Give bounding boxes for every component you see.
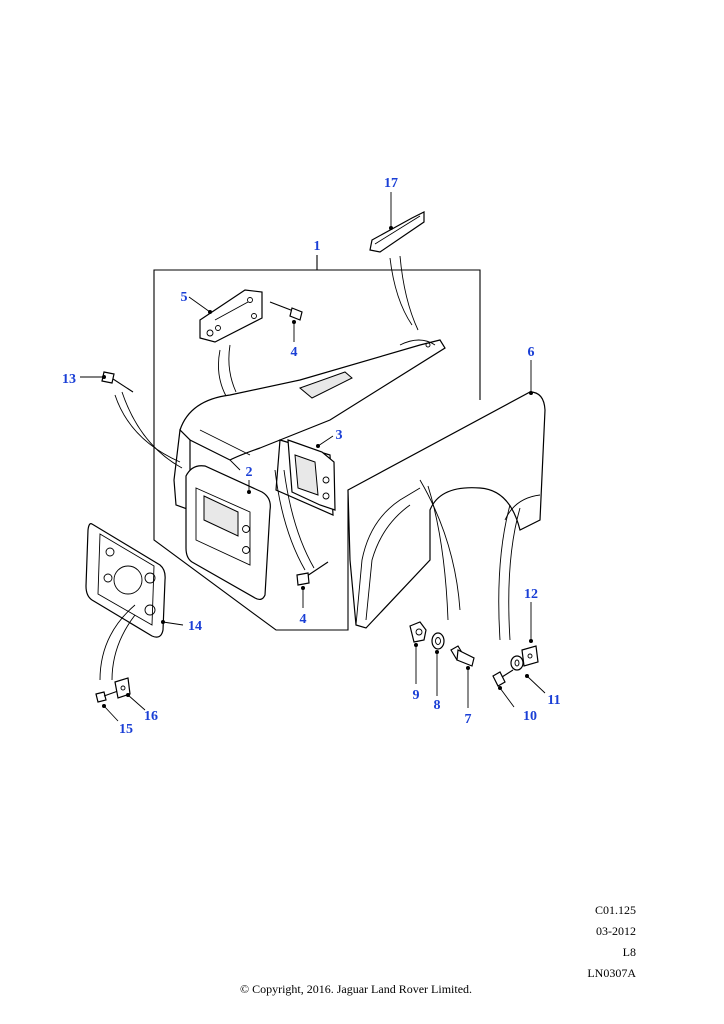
rivet-lower	[296, 561, 329, 586]
callout-11: 11	[547, 693, 560, 708]
reference-drawing-number: LN0307A	[587, 966, 636, 980]
callout-3: 3	[336, 428, 343, 443]
callout-5: 5	[181, 290, 188, 305]
callout-9: 9	[413, 688, 420, 703]
callout-12: 12	[524, 587, 538, 602]
callout-8: 8	[434, 698, 441, 713]
capping-strip-part-17	[369, 211, 425, 253]
callout-13: 13	[62, 372, 76, 387]
washer-part-8	[431, 632, 445, 650]
callout-15: 15	[119, 722, 133, 737]
screw-part-15	[95, 690, 119, 703]
clip-nut-part-9	[409, 621, 427, 643]
bolt-part-10	[492, 669, 514, 687]
assembly-guide-lines	[99, 255, 521, 681]
callout-16: 16	[144, 709, 158, 724]
clip-nut-part-16	[114, 677, 131, 699]
reference-code: C01.125	[594, 903, 636, 917]
bolt-part-7	[450, 645, 475, 667]
callout-2: 2	[246, 465, 253, 480]
reference-date: 03-2012	[596, 924, 636, 938]
washer-part-11	[510, 655, 524, 671]
callout-10: 10	[523, 709, 537, 724]
clip-part-12	[521, 645, 539, 667]
copyright-notice: © Copyright, 2016. Jaguar Land Rover Lim…	[239, 982, 473, 996]
assembly-bracket	[153, 255, 481, 631]
callout-7: 7	[465, 712, 472, 727]
callout-1: 1	[314, 239, 321, 254]
inner-panel	[185, 465, 271, 601]
callout-6: 6	[528, 345, 535, 360]
leader-lines	[80, 192, 546, 722]
gasket-plate-part-14	[85, 523, 166, 638]
rivet-part-13	[101, 371, 134, 393]
bracket-part-3	[287, 439, 336, 511]
callout-4-lower: 4	[300, 612, 307, 627]
reference-level: L8	[622, 945, 636, 959]
callout-4-upper: 4	[291, 345, 298, 360]
callout-17: 17	[384, 176, 398, 191]
rivet-upper	[269, 301, 303, 321]
support-bracket-part-5	[199, 289, 263, 343]
callout-14: 14	[188, 619, 202, 634]
